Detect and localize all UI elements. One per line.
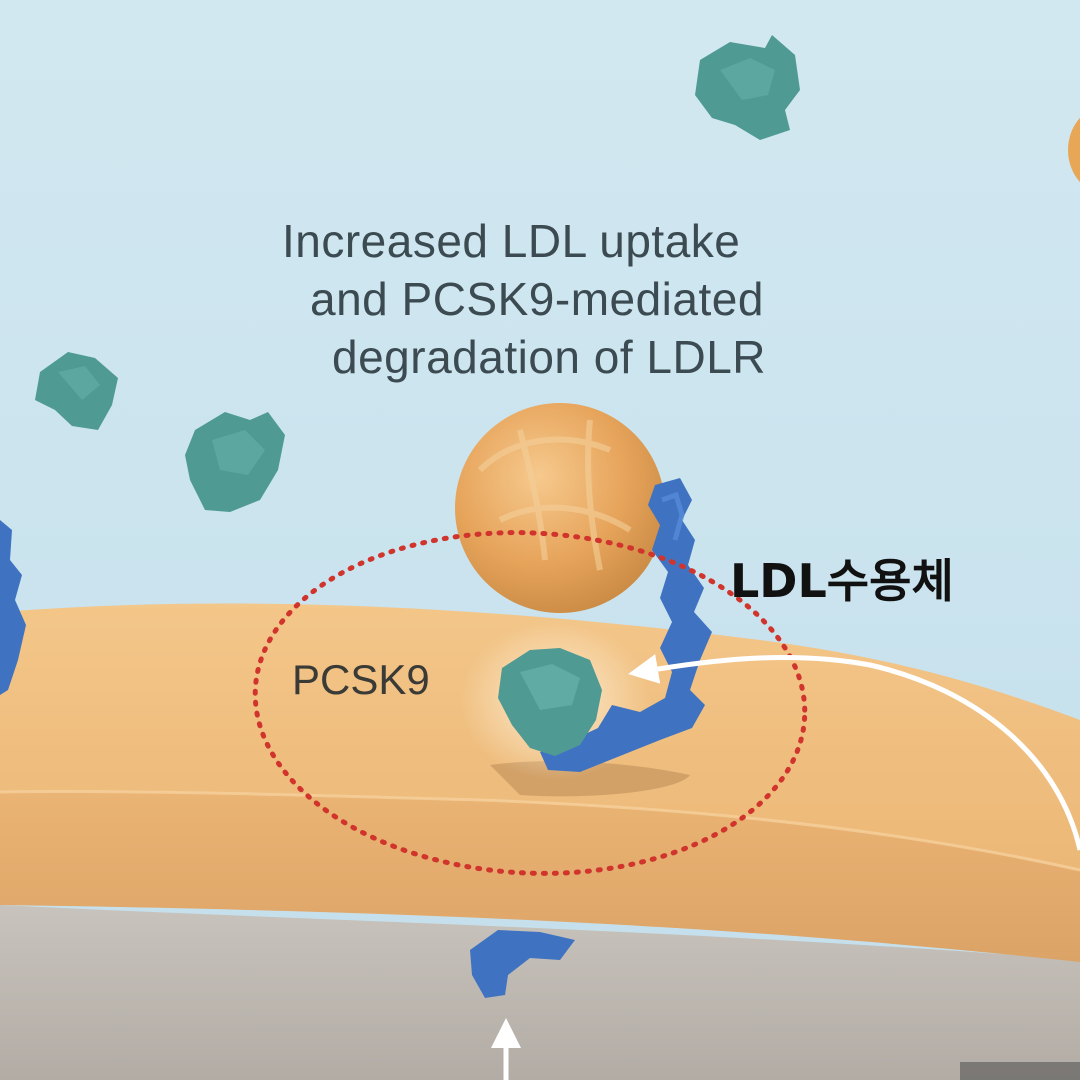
cell-membrane-edge — [0, 791, 1080, 962]
ldl-particle-icon — [455, 403, 665, 613]
ldl-receptor-icon — [540, 478, 712, 772]
cytoplasm-region — [0, 905, 1080, 1080]
ldl-particle-partial — [1068, 117, 1080, 183]
bound-pcsk9-icon — [498, 648, 602, 756]
ldl-receptor-label: LDL수용체 — [730, 554, 954, 608]
internal-receptor-icon — [470, 930, 575, 998]
ldl-receptor-fragment — [0, 520, 26, 695]
pcsk9-label: PCSK9 — [292, 656, 430, 703]
pcsk9-molecule-icon — [695, 35, 800, 140]
highlight-ellipse — [252, 530, 808, 876]
pcsk9-molecule-icon — [185, 412, 285, 512]
pcsk9-molecule-icon — [35, 352, 118, 430]
title-line-2: and PCSK9-mediated — [310, 273, 764, 325]
title-line-1: Increased LDL uptake — [282, 215, 741, 267]
title-line-3: degradation of LDLR — [332, 331, 767, 383]
recycle-arrow-icon — [628, 654, 1080, 851]
